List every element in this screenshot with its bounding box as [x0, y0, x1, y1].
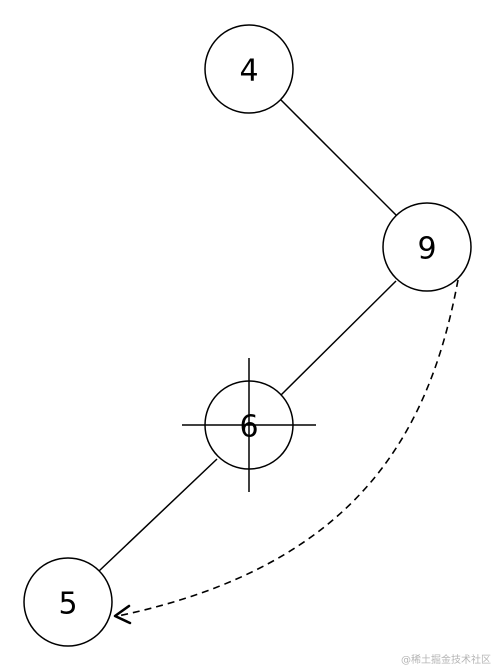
node-label: 5	[58, 587, 77, 622]
node-6: 6	[182, 358, 316, 492]
edge-4-9	[279, 98, 398, 217]
node-label: 9	[417, 232, 436, 267]
node-4: 4	[204, 24, 294, 114]
arrowhead	[113, 604, 132, 625]
node-circle	[382, 202, 472, 292]
watermark: @稀土掘金技术社区	[401, 655, 491, 666]
dashed-edge-9-5	[117, 279, 459, 617]
edge-9-6	[280, 280, 397, 396]
node-9: 9	[382, 202, 472, 292]
node-circle	[204, 24, 294, 114]
node-circle	[23, 557, 113, 647]
node-5: 5	[23, 557, 113, 647]
edge-6-5	[98, 458, 218, 572]
node-label: 4	[239, 54, 258, 89]
